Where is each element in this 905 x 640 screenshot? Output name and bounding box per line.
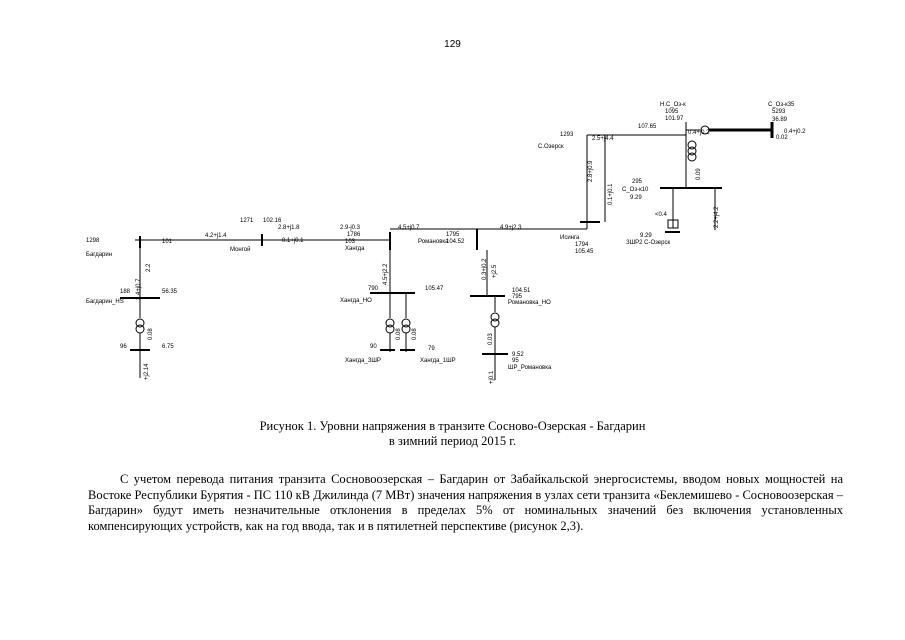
sozersk-down-flow: 2.8+j0.9: [588, 160, 594, 182]
node-hangda-3shr: Хангда_ЗШР: [345, 358, 381, 364]
node-romanovka-shr: ШР_Романовка: [508, 365, 552, 371]
hangda-transformer-1: 0.08: [396, 328, 402, 340]
node-mongoy-value: 102.16: [263, 218, 282, 224]
mongoy-flow-2: 0.1+j0.1: [282, 238, 304, 244]
node-bagdarin-hd: Багдарин_HS: [86, 299, 124, 305]
hangda-b1-voltage: 90: [370, 344, 377, 350]
romanovka-down-flow: 0.3+j0.2: [482, 258, 488, 280]
irkinga-flow: 4.9+j2.3: [500, 225, 522, 231]
c-oz-transformer-value: 0.09: [696, 168, 702, 180]
node-hangda-value: 103: [345, 239, 356, 245]
bagdarin-bottom-voltage: 96: [120, 344, 127, 350]
node-c-oz-k10-voltage: 295: [632, 179, 643, 185]
c-oz-load: <0.4: [655, 212, 668, 218]
node-sozersk: С.Озерск: [538, 144, 564, 150]
c-oz-k35-flow-2: 0.02: [776, 135, 788, 141]
body-paragraph: С учетом перевода питания транзита Сосно…: [88, 472, 843, 533]
romanovka-transformer-value: 0.03: [488, 333, 494, 345]
node-irkinga: Исинга: [560, 235, 580, 241]
figure-caption: Рисунок 1. Уровни напряжения в транзите …: [0, 419, 905, 449]
node-c-oz-k10-value: 9.29: [630, 195, 642, 201]
hangda-flow: 2.9-j0.3: [340, 225, 361, 231]
c-oz-k35-flow: 0.4+j0.2: [784, 129, 806, 135]
bagdarin-load: 101: [162, 239, 173, 245]
node-c-oz-k35-value: 36.89: [772, 117, 788, 123]
hangda-ho-value: 105.47: [425, 286, 444, 292]
node-hangda: Хангда: [345, 246, 365, 252]
caption-line-1: Рисунок 1. Уровни напряжения в транзите …: [259, 419, 646, 433]
sozersk-flow: 2.5+j4.4: [592, 136, 614, 142]
node-sozersk-voltage: 1293: [560, 132, 574, 138]
bagdarin-bottom-value: 6.75: [162, 344, 174, 350]
romanovka-down-flow-2: +j2.5: [492, 264, 498, 278]
bagdarin-down-flow: 3.4+j0.7: [136, 278, 142, 300]
mongoy-flow: 2.8+j1.8: [278, 225, 300, 231]
node-hangda-1shr: Хангда_1ШР: [420, 358, 456, 364]
node-irkinga-value: 105.45: [575, 249, 594, 255]
node-mongoy: Монгой: [230, 246, 250, 253]
romanovka-ho-value: 104.51: [512, 288, 531, 294]
romanovka-bottom-value: 95: [512, 358, 519, 364]
node-mongoy-voltage: 1271: [240, 218, 254, 224]
node-romanovka-value: 104.52: [446, 239, 465, 245]
node-c-oz-k35: С_Оз-к35: [768, 102, 795, 108]
hangda-ho-voltage: 790: [368, 286, 379, 292]
bagdarin-down-flow-2: 2.2: [146, 263, 152, 272]
node-hs-oz-value: 107.65: [638, 124, 657, 130]
node-romanovka: Романовка: [418, 239, 449, 245]
node-romanovka-voltage: 1795: [446, 232, 460, 238]
romanovka-bottom-voltage: 9.52: [512, 352, 524, 358]
node-c-oz-k35-voltage: 5293: [772, 109, 786, 115]
node-hs-oz-value-2: 101.97: [665, 116, 684, 122]
caption-line-2: в зимний период 2015 г.: [388, 434, 517, 448]
c-oz-bottom-value: 9.29: [640, 233, 652, 239]
bagdarin-hd-value: 56.35: [162, 289, 178, 295]
hs-oz-flow: 0.4+j0.2: [688, 130, 710, 136]
line-flow-1: 4.2+j1.4: [205, 233, 227, 239]
sozersk-down-flow-2: 0.1+j0.1: [608, 183, 614, 205]
node-c-oz-k10: С_Оз-к10: [622, 187, 649, 193]
node-hangda-ho: Хангда_HO: [340, 298, 372, 304]
page-number: 129: [444, 39, 461, 50]
node-hangda-voltage: 1786: [347, 232, 361, 238]
romanovka-bottom-flow: +j0.1: [489, 370, 495, 384]
node-bagdarin: Багдарин: [86, 252, 112, 258]
c-oz-right-flow: 2.2+j4.2: [714, 206, 720, 228]
node-romanovka-ho: Романовка_HO: [508, 300, 551, 306]
node-hs-oz-voltage: 1095: [665, 109, 679, 115]
hangda-b2-voltage: 79: [428, 346, 435, 352]
romanovka-flow: 4.5+j0.7: [398, 225, 420, 231]
node-irkinga-voltage: 1794: [575, 242, 589, 248]
romanovka-ho-voltage: 795: [512, 294, 523, 300]
node-hs-oz: Н.С_Оз-к: [660, 102, 686, 108]
node-zshr2-sozersk: ЗШР2 С-Озерск: [626, 240, 670, 246]
hangda-down-flow: 4.5+j2.2: [383, 263, 389, 285]
node-bagdarin-voltage: 1298: [86, 238, 100, 244]
bagdarin-hd-voltage: 188: [120, 289, 131, 295]
bagdarin-bottom-flow: +j2.14: [144, 363, 150, 380]
bagdarin-transformer-value: 0.08: [148, 328, 154, 340]
hangda-transformer-2: 0.08: [412, 328, 418, 340]
